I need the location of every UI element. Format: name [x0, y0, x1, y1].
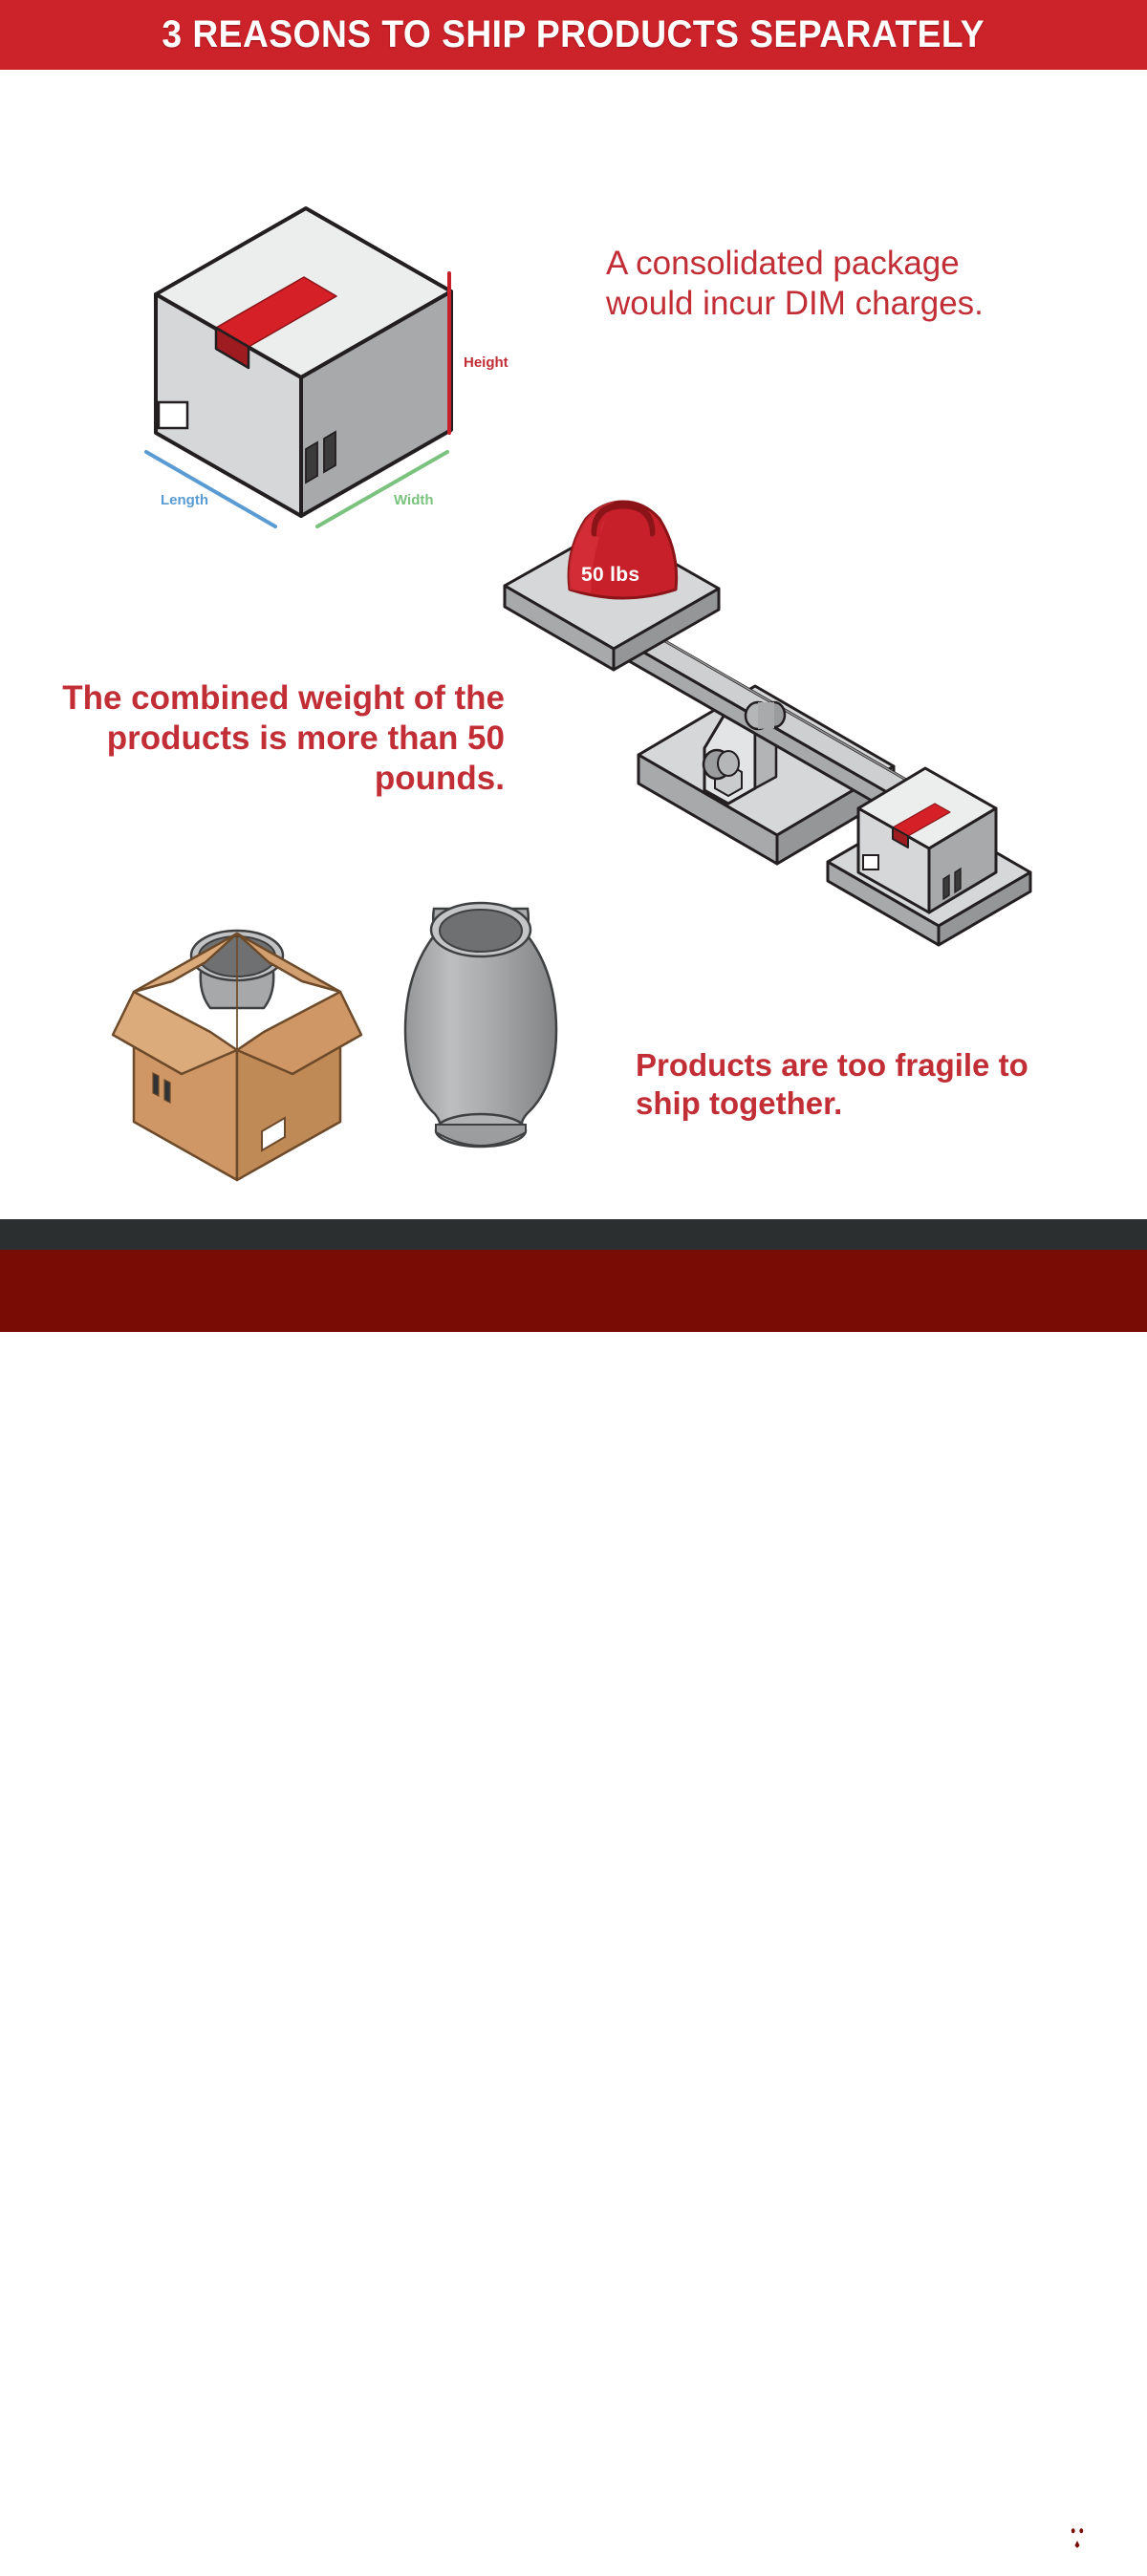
footer-divider-stripe: [0, 1219, 1147, 1250]
header-banner: 3 REASONS TO SHIP PRODUCTS SEPARATELY: [0, 0, 1147, 70]
dimension-label-width: Width: [394, 492, 434, 508]
illustration-canvas: [111, 206, 1032, 1182]
balance-scale-illustration: [503, 500, 1032, 947]
reason-text-dim-charges: A consolidated package would incur DIM c…: [606, 245, 984, 322]
shipping-box-illustration: [144, 206, 453, 528]
reason-text-combined-weight: The combined weight of the products is m…: [62, 679, 505, 797]
stag-head-logo: [1041, 2505, 1114, 2573]
vase-illustration: [403, 901, 558, 1148]
reason-text-too-fragile: Products are too fragile to ship togethe…: [636, 1047, 1028, 1121]
open-box-with-vase-illustration: [111, 929, 363, 1182]
weight-50lbs: [567, 500, 679, 600]
page-title: 3 REASONS TO SHIP PRODUCTS SEPARATELY: [162, 13, 985, 55]
length-guide-line: [144, 450, 277, 528]
width-guide-line: [315, 450, 449, 528]
footer-band: [0, 1250, 1147, 2573]
weight-value-label: 50 lbs: [581, 564, 640, 586]
scale-shipping-box: [856, 766, 998, 914]
dimension-label-length: Length: [161, 492, 208, 508]
dimension-label-height: Height: [464, 354, 509, 371]
infographic-body: Height Length Width 50 lbs A consolidate…: [0, 70, 1147, 1210]
